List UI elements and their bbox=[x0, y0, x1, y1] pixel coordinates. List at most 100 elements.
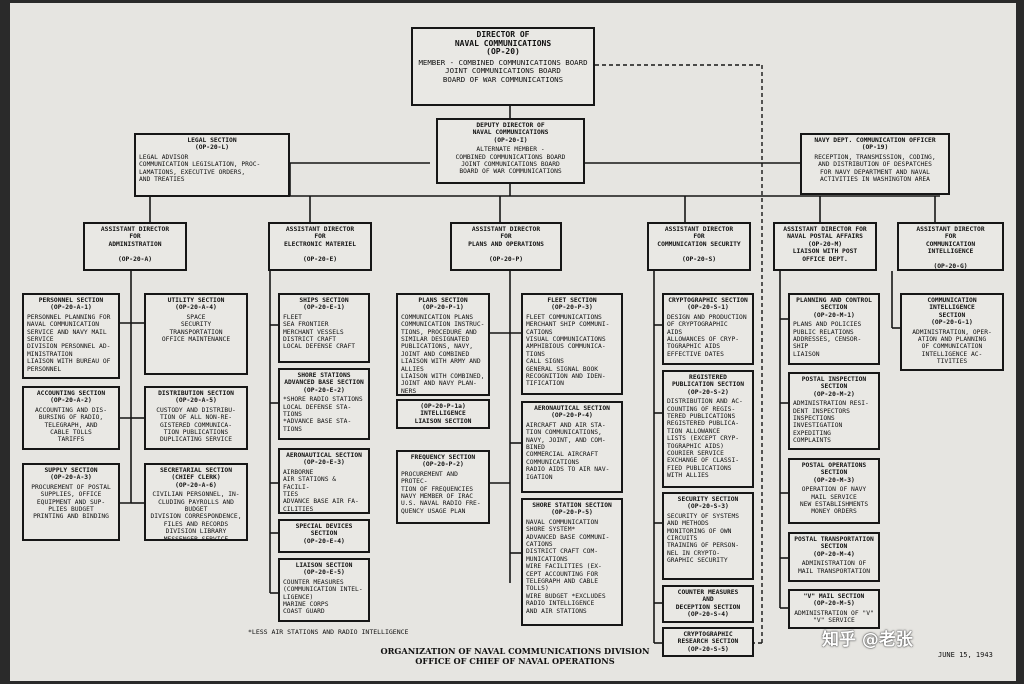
asst-plans-title: ASSISTANT DIRECTOR FOR PLANS AND OPERATI… bbox=[468, 226, 544, 263]
postal-operations-section: POSTAL OPERATIONS SECTION (OP-20-M-3) OP… bbox=[788, 458, 880, 524]
counter-measures-title: COUNTER MEASURES AND DECEPTION SECTION (… bbox=[675, 589, 741, 619]
asst-postal-box: ASSISTANT DIRECTOR FOR NAVAL POSTAL AFFA… bbox=[773, 222, 877, 271]
liaison-body: COUNTER MEASURES (COMMUNICATION INTEL- L… bbox=[283, 578, 363, 616]
shore-station-section: SHORE STATION SECTION (OP-20-P-5) NAVAL … bbox=[521, 498, 623, 626]
navy-dept-title: NAVY DEPT. COMMUNICATION OFFICER (OP-19) bbox=[814, 137, 936, 152]
asst-postal-title: ASSISTANT DIRECTOR FOR NAVAL POSTAL AFFA… bbox=[783, 226, 867, 263]
counter-measures-section: COUNTER MEASURES AND DECEPTION SECTION (… bbox=[662, 585, 754, 623]
cryptographic-section: CRYPTOGRAPHIC SECTION (OP-20-S-1) DESIGN… bbox=[662, 293, 754, 365]
aeronautical-e-section: AERONAUTICAL SECTION (OP-20-E-3) AIRBORN… bbox=[278, 448, 370, 514]
ships-title: SHIPS SECTION (OP-20-E-1) bbox=[299, 297, 349, 312]
deputy-box: DEPUTY DIRECTOR OF NAVAL COMMUNICATIONS … bbox=[436, 118, 585, 184]
aeronautical-p-body: AIRCRAFT AND AIR STA- TION COMMUNICATION… bbox=[526, 421, 610, 481]
distribution-body: CUSTODY AND DISTRIBU- TION OF ALL NON-RE… bbox=[156, 406, 236, 444]
asst-admin-box: ASSISTANT DIRECTOR FOR ADMINISTRATION (O… bbox=[83, 222, 187, 271]
asst-elec-title: ASSISTANT DIRECTOR FOR ELECTRONIC MATERI… bbox=[283, 226, 357, 263]
postal-operations-title: POSTAL OPERATIONS SECTION (OP-20-M-3) bbox=[801, 462, 867, 484]
special-devices-section: SPECIAL DEVICES SECTION (OP-20-E-4) bbox=[278, 519, 370, 553]
secretarial-title: SECRETARIAL SECTION (CHIEF CLERK) (OP-20… bbox=[159, 467, 233, 489]
postal-transportation-title: POSTAL TRANSPORTATION SECTION (OP-20-M-4… bbox=[794, 536, 874, 558]
director-body: MEMBER - COMBINED COMMUNICATIONS BOARD J… bbox=[418, 57, 588, 84]
frequency-body: PROCUREMENT AND PROTEC- TION OF FREQUENC… bbox=[401, 470, 481, 515]
postal-operations-body: OPERATION OF NAVY MAIL SERVICE NEW ESTAB… bbox=[799, 486, 869, 516]
intelligence-liaison-title: (OP-20-P-1a) INTELLIGENCE LIAISON SECTIO… bbox=[414, 403, 472, 425]
asst-security-title: ASSISTANT DIRECTOR FOR COMMUNICATION SEC… bbox=[657, 226, 741, 263]
supply-section: SUPPLY SECTION (OP-20-A-3) PROCUREMENT O… bbox=[22, 463, 120, 541]
shore-stations-body: *SHORE RADIO STATIONS LOCAL DEFENSE STA-… bbox=[283, 396, 363, 433]
personnel-section: PERSONNEL SECTION (OP-20-A-1) PERSONNEL … bbox=[22, 293, 120, 379]
crypto-research-title: CRYPTOGRAPHIC RESEARCH SECTION (OP-20-S-… bbox=[677, 631, 739, 653]
distribution-section: DISTRIBUTION SECTION (OP-20-A-5) CUSTODY… bbox=[144, 386, 248, 450]
plans-title: PLANS SECTION (OP-20-P-1) bbox=[418, 297, 468, 312]
planning-control-section: PLANNING AND CONTROL SECTION (OP-20-M-1)… bbox=[788, 293, 880, 365]
ships-body: FLEET SEA FRONTIER MERCHANT VESSELS DIST… bbox=[283, 313, 356, 351]
deputy-title: DEPUTY DIRECTOR OF NAVAL COMMUNICATIONS … bbox=[472, 122, 549, 144]
cryptographic-title: CRYPTOGRAPHIC SECTION (OP-20-S-1) bbox=[668, 297, 748, 312]
secretarial-body: CIVILIAN PERSONNEL, IN- CLUDING PAYROLLS… bbox=[150, 491, 242, 541]
security-body: SECURITY OF SYSTEMS AND METHODS MONITORI… bbox=[667, 512, 740, 565]
security-title: SECURITY SECTION (OP-20-S-3) bbox=[677, 496, 739, 511]
supply-title: SUPPLY SECTION (OP-20-A-3) bbox=[44, 467, 98, 482]
legal-box: LEGAL SECTION (OP-20-L) LEGAL ADVISOR CO… bbox=[134, 133, 290, 197]
personnel-body: PERSONNEL PLANNING FOR NAVAL COMMUNICATI… bbox=[27, 313, 111, 373]
director-title: DIRECTOR OF NAVAL COMMUNICATIONS (OP-20) bbox=[454, 30, 552, 57]
asst-elec-box: ASSISTANT DIRECTOR FOR ELECTRONIC MATERI… bbox=[268, 222, 372, 271]
org-chart-sheet: DIRECTOR OF NAVAL COMMUNICATIONS (OP-20)… bbox=[10, 3, 1016, 681]
postal-transportation-section: POSTAL TRANSPORTATION SECTION (OP-20-M-4… bbox=[788, 532, 880, 582]
ships-section: SHIPS SECTION (OP-20-E-1) FLEET SEA FRON… bbox=[278, 293, 370, 363]
navy-dept-box: NAVY DEPT. COMMUNICATION OFFICER (OP-19)… bbox=[800, 133, 950, 195]
security-section: SECURITY SECTION (OP-20-S-3) SECURITY OF… bbox=[662, 492, 754, 580]
v-mail-body: ADMINISTRATION OF "V" "V" SERVICE bbox=[794, 609, 874, 625]
postal-inspection-section: POSTAL INSPECTION SECTION (OP-20-M-2) AD… bbox=[788, 372, 880, 450]
registered-body: DISTRIBUTION AND AC- COUNTING OF REGIS- … bbox=[667, 398, 743, 480]
accounting-title: ACCOUNTING SECTION (OP-20-A-2) bbox=[36, 390, 106, 405]
fleet-section: FLEET SECTION (OP-20-P-3) FLEET COMMUNIC… bbox=[521, 293, 623, 395]
liaison-section: LIAISON SECTION (OP-20-E-5) COUNTER MEAS… bbox=[278, 558, 370, 622]
planning-control-body: PLANS AND POLICIES PUBLIC RELATIONS ADDR… bbox=[793, 321, 862, 358]
legal-body: LEGAL ADVISOR COMMUNICATION LEGISLATION,… bbox=[139, 153, 261, 184]
liaison-title: LIAISON SECTION (OP-20-E-5) bbox=[295, 562, 353, 577]
aeronautical-e-body: AIRBORNE AIR STATIONS & FACILI- TIES ADV… bbox=[283, 468, 359, 513]
v-mail-section: "V" MAIL SECTION (OP-20-M-5) ADMINISTRAT… bbox=[788, 589, 880, 629]
plans-body: COMMUNICATION PLANS COMMUNICATION INSTRU… bbox=[401, 313, 485, 395]
comm-intel-title: COMMUNICATION INTELLIGENCE SECTION (OP-2… bbox=[927, 297, 977, 327]
postal-inspection-title: POSTAL INSPECTION SECTION (OP-20-M-2) bbox=[801, 376, 867, 398]
comm-intel-section: COMMUNICATION INTELLIGENCE SECTION (OP-2… bbox=[900, 293, 1004, 371]
shore-stations-title: SHORE STATIONS ADVANCED BASE SECTION (OP… bbox=[284, 372, 364, 394]
utility-body: SPACE SECURITY TRANSPORTATION OFFICE MAI… bbox=[161, 313, 231, 344]
intelligence-liaison-section: (OP-20-P-1a) INTELLIGENCE LIAISON SECTIO… bbox=[396, 399, 490, 429]
secretarial-section: SECRETARIAL SECTION (CHIEF CLERK) (OP-20… bbox=[144, 463, 248, 541]
asst-intel-box: ASSISTANT DIRECTOR FOR COMMUNICATION INT… bbox=[897, 222, 1004, 271]
registered-title: REGISTERED PUBLICATION SECTION (OP-20-S-… bbox=[671, 374, 745, 396]
special-devices-title: SPECIAL DEVICES SECTION (OP-20-E-4) bbox=[295, 523, 353, 545]
asst-intel-title: ASSISTANT DIRECTOR FOR COMMUNICATION INT… bbox=[916, 226, 985, 271]
aeronautical-e-title: AERONAUTICAL SECTION (OP-20-E-3) bbox=[286, 452, 362, 467]
navy-dept-body: RECEPTION, TRANSMISSION, CODING, AND DIS… bbox=[814, 153, 936, 184]
aeronautical-p-title: AERONAUTICAL SECTION (OP-20-P-4) bbox=[534, 405, 610, 420]
asst-admin-title: ASSISTANT DIRECTOR FOR ADMINISTRATION (O… bbox=[100, 226, 170, 263]
accounting-section: ACCOUNTING SECTION (OP-20-A-2) ACCOUNTIN… bbox=[22, 386, 120, 450]
chart-date: JUNE 15, 1943 bbox=[938, 651, 993, 659]
chart-caption: ORGANIZATION OF NAVAL COMMUNICATIONS DIV… bbox=[380, 646, 650, 666]
crypto-research-section: CRYPTOGRAPHIC RESEARCH SECTION (OP-20-S-… bbox=[662, 627, 754, 657]
utility-title: UTILITY SECTION (OP-20-A-4) bbox=[167, 297, 225, 312]
postal-transportation-body: ADMINISTRATION OF MAIL TRANSPORTATION bbox=[797, 560, 871, 575]
fleet-title: FLEET SECTION (OP-20-P-3) bbox=[547, 297, 597, 312]
comm-intel-body: ADMINISTRATION, OPER- ATION AND PLANNING… bbox=[912, 328, 992, 366]
asst-security-box: ASSISTANT DIRECTOR FOR COMMUNICATION SEC… bbox=[647, 222, 751, 271]
legal-title: LEGAL SECTION (OP-20-L) bbox=[187, 137, 237, 152]
v-mail-title: "V" MAIL SECTION (OP-20-M-5) bbox=[803, 593, 865, 608]
planning-control-title: PLANNING AND CONTROL SECTION (OP-20-M-1) bbox=[796, 297, 872, 319]
supply-body: PROCUREMENT OF POSTAL SUPPLIES, OFFICE E… bbox=[31, 483, 111, 521]
utility-section: UTILITY SECTION (OP-20-A-4) SPACE SECURI… bbox=[144, 293, 248, 375]
deputy-body: ALTERNATE MEMBER - COMBINED COMMUNICATIO… bbox=[455, 146, 566, 176]
director-box: DIRECTOR OF NAVAL COMMUNICATIONS (OP-20)… bbox=[411, 27, 595, 106]
distribution-title: DISTRIBUTION SECTION (OP-20-A-5) bbox=[158, 390, 234, 405]
shore-station-body: NAVAL COMMUNICATION SHORE SYSTEM* ADVANC… bbox=[526, 518, 610, 615]
asst-plans-box: ASSISTANT DIRECTOR FOR PLANS AND OPERATI… bbox=[450, 222, 562, 271]
shore-stations-section: SHORE STATIONS ADVANCED BASE SECTION (OP… bbox=[278, 368, 370, 440]
watermark: 知乎 @老张 bbox=[822, 630, 913, 650]
postal-inspection-body: ADMINISTRATION RESI- DENT INSPECTORS INS… bbox=[793, 400, 869, 445]
fleet-body: FLEET COMMUNICATIONS MERCHANT SHIP COMMU… bbox=[526, 313, 610, 388]
shore-station-title: SHORE STATION SECTION (OP-20-P-5) bbox=[532, 502, 612, 517]
